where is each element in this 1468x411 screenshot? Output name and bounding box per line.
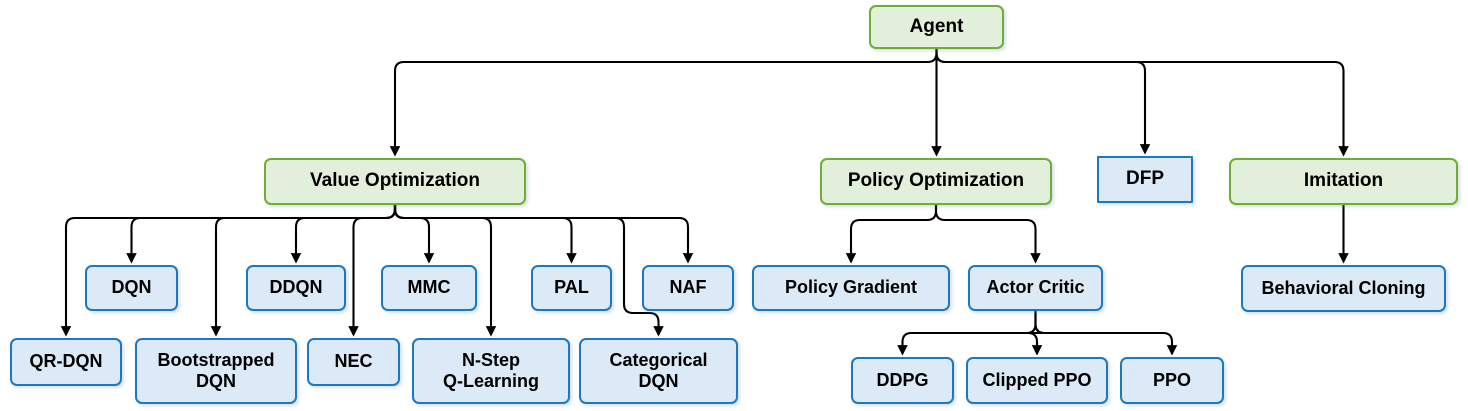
node-label: Policy Gradient (784, 277, 918, 298)
node-label: Imitation (1303, 170, 1384, 192)
node-behavioral_cloning[interactable]: Behavioral Cloning (1241, 265, 1446, 312)
node-policy_optimization[interactable]: Policy Optimization (820, 158, 1052, 205)
node-label: Clipped PPO (982, 369, 1092, 390)
node-label: PAL (554, 277, 589, 298)
edge-actor-critic-ppo (1034, 311, 1178, 356)
node-label: QR-DQN (29, 351, 103, 372)
node-label: DDPG (876, 369, 929, 390)
edge-value-optimization-pal (393, 205, 577, 264)
node-dfp[interactable]: DFP (1097, 156, 1193, 203)
node-label: N-Step Q-Learning (442, 349, 539, 391)
node-dqn[interactable]: DQN (85, 265, 178, 311)
edge-policy-optimization-policy-gradient (845, 205, 938, 264)
node-bootstrapped_dqn[interactable]: Bootstrapped DQN (135, 338, 297, 404)
node-label: MMC (407, 277, 451, 298)
node-qr_dqn[interactable]: QR-DQN (10, 338, 122, 386)
node-mmc[interactable]: MMC (381, 265, 477, 311)
node-label: DDQN (269, 277, 323, 298)
edge-actor-critic-ddpg (897, 311, 1037, 356)
node-label: NAF (669, 277, 707, 298)
node-categorical_dqn[interactable]: Categorical DQN (579, 338, 738, 404)
edge-value-optimization-mmc (393, 205, 435, 264)
node-label: NEC (334, 351, 373, 372)
node-nec[interactable]: NEC (307, 338, 400, 386)
node-label: Bootstrapped DQN (157, 349, 275, 391)
node-ddqn[interactable]: DDQN (246, 265, 346, 311)
node-ddpg[interactable]: DDPG (851, 357, 954, 404)
node-value_optimization[interactable]: Value Optimization (264, 158, 526, 205)
node-label: Actor Critic (986, 277, 1085, 298)
node-pal[interactable]: PAL (531, 265, 612, 311)
node-ppo[interactable]: PPO (1120, 357, 1224, 404)
node-clipped_ppo[interactable]: Clipped PPO (966, 357, 1108, 404)
node-label: PPO (1152, 369, 1191, 390)
edge-agent-imitation (935, 49, 1349, 157)
edge-agent-value-optimization (389, 49, 938, 157)
node-policy_gradient[interactable]: Policy Gradient (752, 265, 950, 311)
node-label: Policy Optimization (847, 170, 1025, 192)
edge-agent-dfp (935, 49, 1151, 155)
node-actor_critic[interactable]: Actor Critic (968, 265, 1103, 311)
node-label: Agent (909, 15, 964, 37)
node-naf[interactable]: NAF (642, 265, 734, 311)
edge-value-optimization-dqn (126, 205, 397, 264)
node-label: Value Optimization (310, 170, 480, 192)
node-label: DQN (111, 277, 152, 298)
node-n_step_q_learning[interactable]: N-Step Q-Learning (412, 338, 570, 404)
edge-value-optimization-naf (393, 205, 694, 264)
node-label: Behavioral Cloning (1261, 277, 1426, 298)
node-label: Categorical DQN (609, 349, 708, 391)
edge-value-optimization-ddqn (290, 205, 397, 264)
edge-policy-optimization-actor-critic (934, 205, 1041, 264)
node-label: DFP (1126, 168, 1164, 190)
node-imitation[interactable]: Imitation (1229, 158, 1458, 205)
edge-actor-critic-clipped-ppo (1026, 311, 1046, 356)
node-agent[interactable]: Agent (869, 5, 1004, 49)
